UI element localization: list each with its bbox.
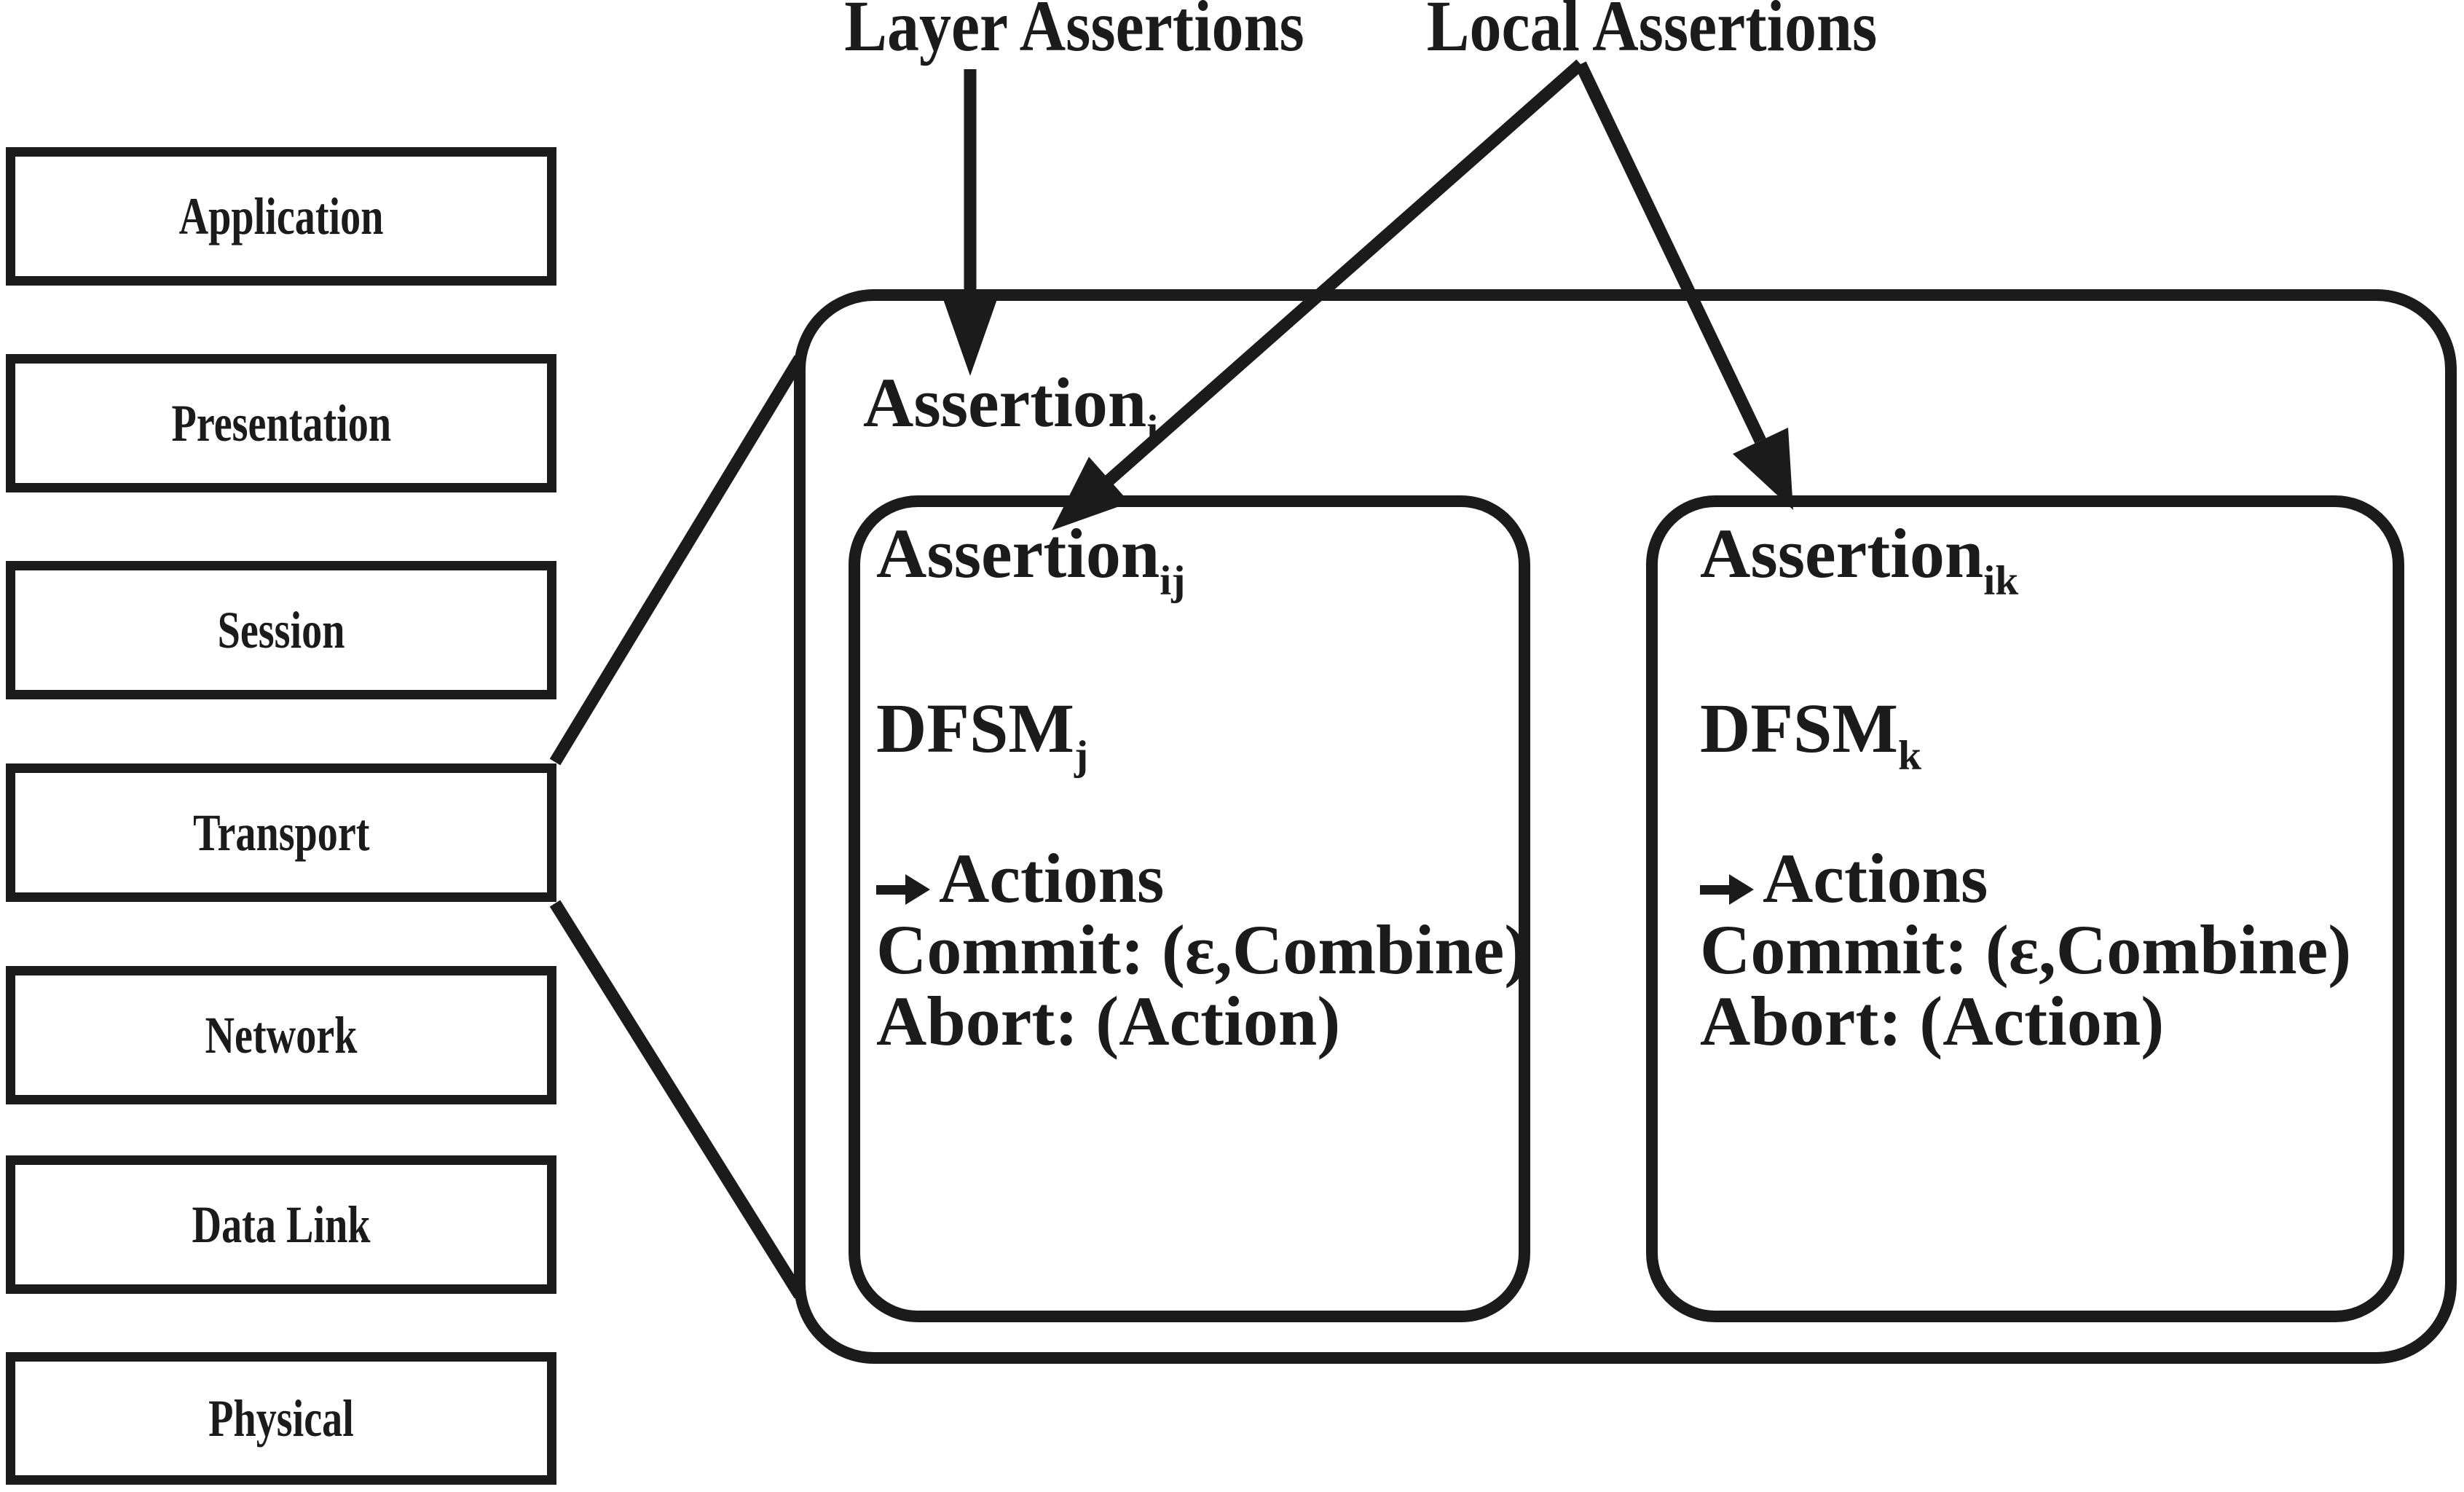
dfsm-label: DFSMj [876, 694, 1088, 777]
actions-line: Actions [1700, 844, 1988, 914]
local-assertions-label: Local Assertions [1426, 0, 1878, 66]
actions-label: Actions [939, 839, 1165, 917]
osi-layer-label: Presentation [171, 394, 391, 452]
actions-label: Actions [1763, 839, 1988, 917]
osi-layer-label: Data Link [192, 1195, 371, 1254]
actions-line: Actions [876, 844, 1164, 914]
dfsm-base: DFSM [876, 689, 1074, 767]
assertion-subscript: ik [1983, 558, 2019, 605]
local-assertion-title: Assertionij [876, 519, 1185, 602]
local-assertion-title: Assertionik [1700, 519, 2018, 602]
abort-line: Abort: (Action) [876, 982, 1341, 1060]
assertion-subscript: ij [1160, 558, 1186, 605]
callout-line-upper [549, 355, 806, 766]
local-assertion-box-j: Assertionij DFSMj Actions Commit: (ε,Com… [849, 495, 1530, 1322]
assertion-base: Assertion [876, 514, 1160, 592]
abort-line: Abort: (Action) [1700, 982, 2165, 1060]
osi-layer-label: Network [205, 1006, 358, 1064]
assertion-base: Assertion [1700, 514, 1984, 592]
dfsm-subscript: j [1074, 733, 1089, 780]
dfsm-label: DFSMk [1700, 694, 1921, 777]
layer-assertion-title: Assertioni [863, 368, 1158, 452]
local-assertion-box-k: Assertionik DFSMk Actions Commit: (ε,Com… [1646, 495, 2404, 1322]
assertion-base: Assertion [863, 364, 1147, 441]
osi-layer-box-network: Network [6, 966, 556, 1104]
osi-layer-label: Application [178, 187, 384, 246]
arrow-right-icon [876, 874, 930, 905]
dfsm-subscript: k [1897, 733, 1921, 780]
assertion-subscript: i [1146, 407, 1159, 454]
dfsm-base: DFSM [1700, 689, 1898, 767]
arrow-right-icon [1700, 874, 1754, 905]
osi-layer-label: Transport [192, 804, 370, 862]
callout-line-lower [549, 900, 806, 1299]
osi-layer-label: Session [217, 601, 345, 659]
osi-layer-label: Physical [208, 1389, 354, 1448]
osi-layer-box-datalink: Data Link [6, 1155, 556, 1294]
osi-layer-box-physical: Physical [6, 1352, 556, 1485]
osi-layer-box-transport: Transport [6, 763, 556, 902]
commit-line: Commit: (ε,Combine) [876, 911, 1528, 989]
osi-layer-box-presentation: Presentation [6, 354, 556, 492]
commit-line: Commit: (ε,Combine) [1700, 911, 2352, 989]
osi-layer-box-application: Application [6, 147, 556, 286]
osi-layer-box-session: Session [6, 561, 556, 699]
layer-assertions-label: Layer Assertions [844, 0, 1304, 66]
